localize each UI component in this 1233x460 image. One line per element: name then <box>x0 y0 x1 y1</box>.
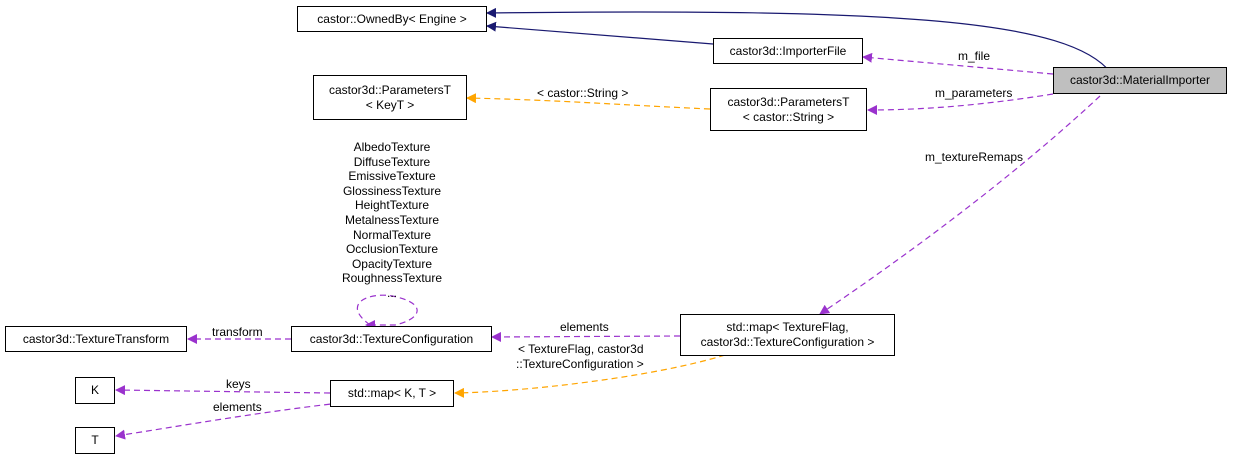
node-t-label: T <box>91 433 99 447</box>
node-parameters-keyt[interactable]: castor3d::ParametersT < KeyT > <box>313 75 467 120</box>
node-parameters-string[interactable]: castor3d::ParametersT < castor::String > <box>710 88 867 131</box>
label-keys: keys <box>226 377 251 391</box>
self-loop-label: ... <box>386 285 397 300</box>
label-elements-map: elements <box>560 320 609 334</box>
node-texture-configuration-label: castor3d::TextureConfiguration <box>309 331 474 346</box>
self-loop-label: OpacityTexture <box>351 256 433 271</box>
edge-elements-map <box>491 331 681 342</box>
label-tex-flag-template-1: < TextureFlag, castor3d <box>518 342 644 356</box>
edge-elements-t <box>115 402 341 440</box>
edge-self-loop <box>356 294 418 330</box>
label-m-file: m_file <box>958 49 991 63</box>
node-material-importer: castor3d::MaterialImporter <box>1053 67 1227 94</box>
self-loop-label: EmissiveTexture <box>348 169 436 184</box>
edge-m-texture-remaps <box>819 95 1101 315</box>
node-k-label: K <box>90 383 99 397</box>
node-parameters-keyt-line1: castor3d::ParametersT <box>328 82 452 97</box>
edge-params-template <box>466 93 711 110</box>
node-std-map-kt[interactable]: std::map< K, T > <box>330 380 454 407</box>
node-importer-file-label: castor3d::ImporterFile <box>729 43 847 58</box>
label-string-template: < castor::String > <box>537 86 629 100</box>
node-parameters-string-line1: castor3d::ParametersT <box>727 94 850 109</box>
self-loop-label: AlbedoTexture <box>353 140 431 154</box>
self-loop-label: MetalnessTexture <box>344 212 440 227</box>
label-m-texture-remaps: m_textureRemaps <box>925 150 1024 164</box>
label-elements-t: elements <box>213 400 262 414</box>
node-owned-by-label: castor::OwnedBy< Engine > <box>317 11 467 26</box>
edge-m-parameters <box>867 93 1054 115</box>
node-std-map-texture-line1: std::map< TextureFlag, <box>726 320 849 334</box>
self-loop-label: DiffuseTexture <box>353 154 431 169</box>
self-loop-label: RoughnessTexture <box>341 271 443 286</box>
self-loop-label: GlossinessTexture <box>342 183 442 198</box>
node-std-map-kt-label: std::map< K, T > <box>347 386 437 400</box>
node-std-map-texture-line2: castor3d::TextureConfiguration > <box>700 335 875 349</box>
self-loop-label: OcclusionTexture <box>345 242 439 257</box>
edge-keys <box>115 385 331 396</box>
edge-m-file <box>862 52 1054 75</box>
node-parameters-string-line2: < castor::String > <box>742 109 835 124</box>
node-material-importer-label: castor3d::MaterialImporter <box>1069 73 1211 87</box>
edge-importerfile-ownedby <box>486 21 714 45</box>
node-owned-by[interactable]: castor::OwnedBy< Engine > <box>297 6 487 32</box>
node-parameters-keyt-line2: < KeyT > <box>365 97 415 112</box>
label-m-parameters: m_parameters <box>935 86 1013 100</box>
node-importer-file[interactable]: castor3d::ImporterFile <box>713 38 863 64</box>
node-std-map-texture[interactable]: std::map< TextureFlag, castor3d::Texture… <box>680 314 895 356</box>
node-texture-transform-label: castor3d::TextureTransform <box>22 331 170 346</box>
node-texture-transform[interactable]: castor3d::TextureTransform <box>5 326 187 352</box>
self-loop-label: NormalTexture <box>352 227 432 242</box>
self-loop-label: HeightTexture <box>354 198 430 213</box>
node-k[interactable]: K <box>75 377 115 404</box>
node-texture-configuration[interactable]: castor3d::TextureConfiguration <box>291 326 492 352</box>
edge-materialimporter-ownedby <box>486 7 1112 74</box>
node-t[interactable]: T <box>75 427 115 454</box>
edge-map-template <box>454 354 726 398</box>
label-transform: transform <box>212 325 263 339</box>
label-tex-flag-template-2: ::TextureConfiguration > <box>516 357 644 371</box>
